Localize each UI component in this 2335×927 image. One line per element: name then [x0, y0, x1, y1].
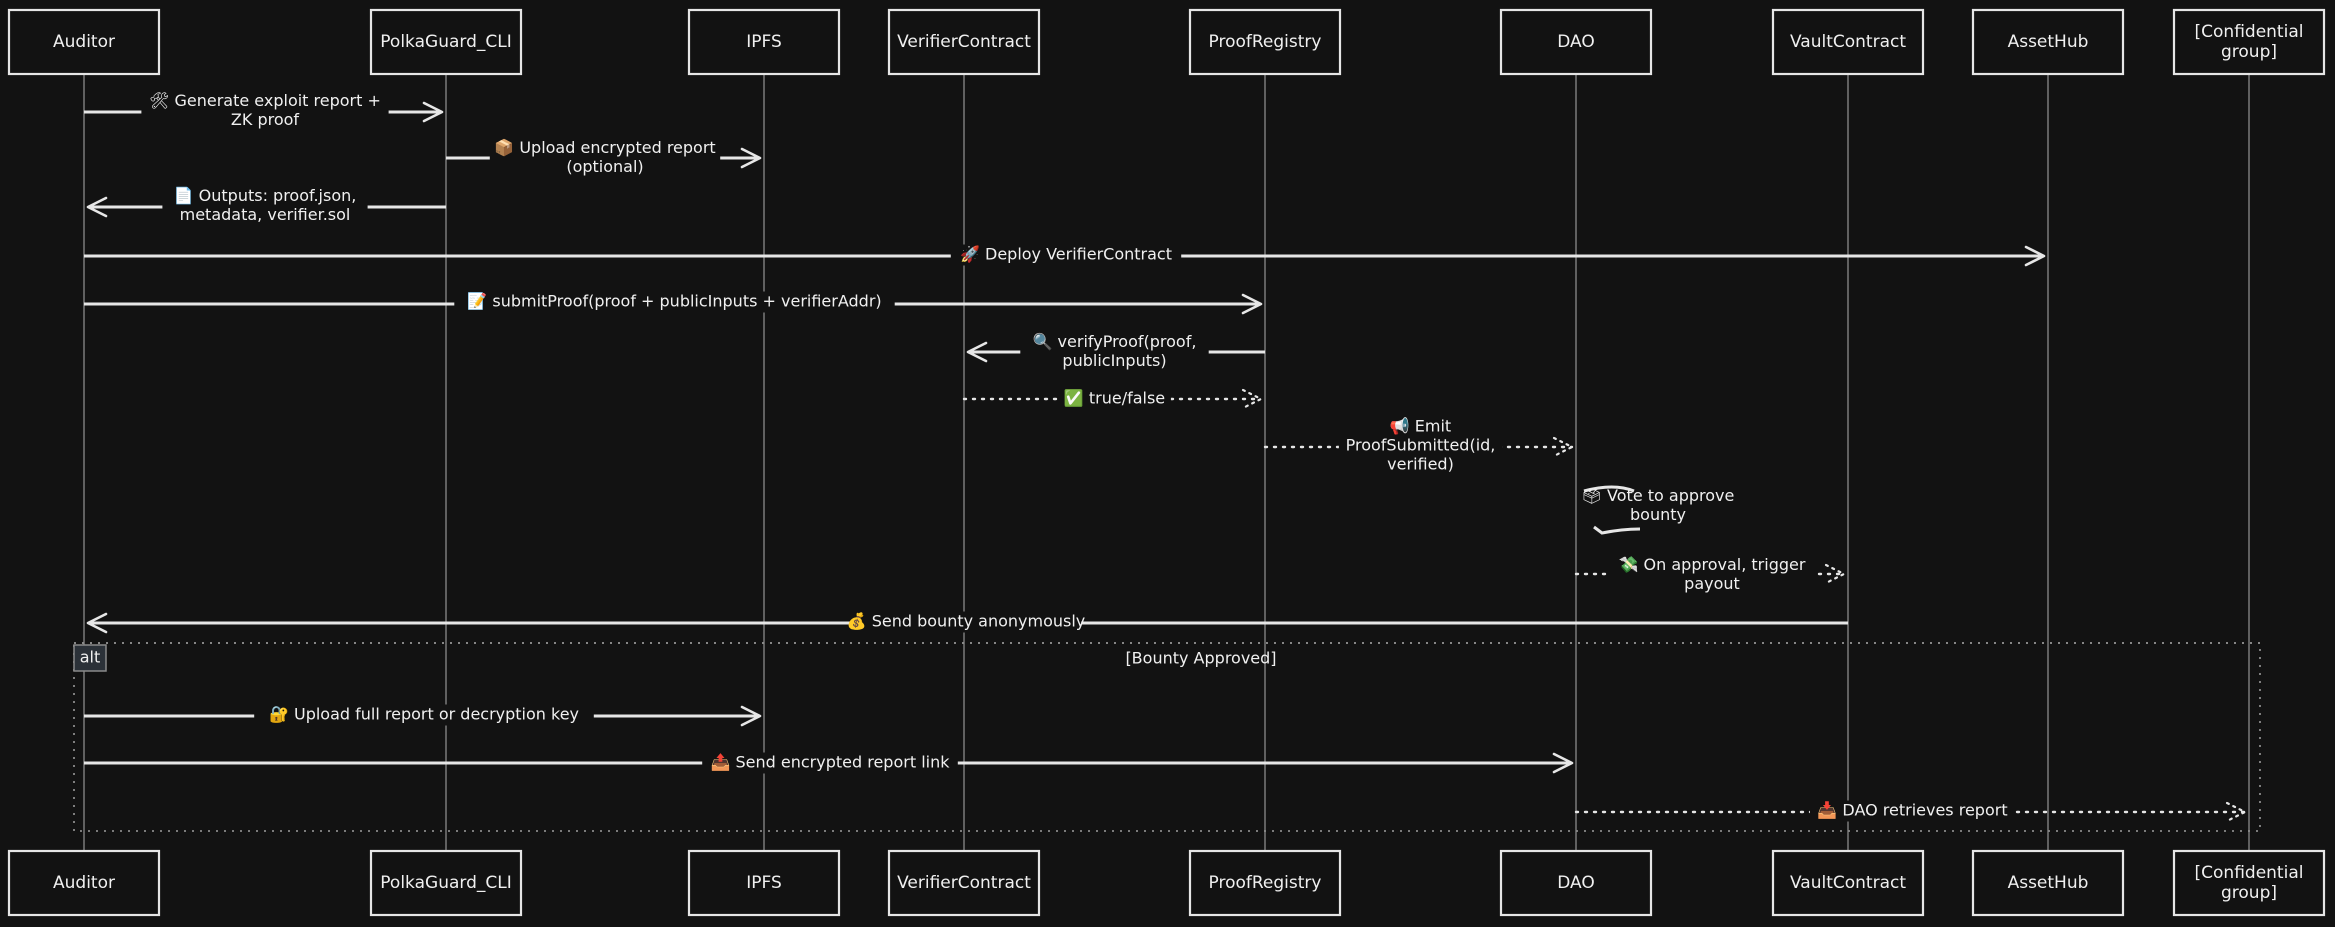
- participant-label: ProofRegistry: [1209, 32, 1322, 52]
- participant-label: IPFS: [746, 873, 782, 893]
- participant-ipfs-bottom: IPFS: [687, 849, 841, 917]
- arrow-head: [740, 705, 762, 727]
- participant-cli-bottom: PolkaGuard_CLI: [369, 849, 523, 917]
- participant-label: VerifierContract: [897, 32, 1031, 52]
- participant-assethub-top: AssetHub: [1971, 8, 2125, 76]
- message-label: (optional): [566, 157, 643, 176]
- message-12: 🔐 Upload full report or decryption key: [84, 704, 762, 727]
- participant-label: VerifierContract: [897, 873, 1031, 893]
- participant-verifier-top: VerifierContract: [887, 8, 1041, 76]
- message-label: 📦 Upload encrypted report: [494, 138, 715, 157]
- message-label: 🚀 Deploy VerifierContract: [960, 245, 1172, 264]
- message-label: publicInputs): [1062, 351, 1166, 370]
- message-7: ✅ true/false: [962, 388, 1264, 410]
- message-label: 🔐 Upload full report or decryption key: [269, 705, 579, 724]
- participant-auditor-top: Auditor: [7, 8, 161, 76]
- arrow-head: [1241, 388, 1264, 410]
- arrow-head: [1552, 752, 1574, 774]
- message-11: 💰 Send bounty anonymously: [86, 611, 1848, 634]
- participant-label: AssetHub: [2008, 873, 2089, 893]
- message-6: 🔍 verifyProof(proof,publicInputs): [966, 331, 1265, 372]
- arrow-head: [2225, 801, 2248, 823]
- participant-label: [Confidential: [2195, 22, 2304, 42]
- message-4: 🚀 Deploy VerifierContract: [84, 244, 2046, 267]
- participant-ipfs-top: IPFS: [687, 8, 841, 76]
- message-label: 📢 Emit: [1390, 417, 1451, 436]
- message-1: 🛠 Generate exploit report +ZK proof: [84, 91, 444, 131]
- arrow-head: [2024, 245, 2046, 267]
- message-5: 📝 submitProof(proof + publicInputs + ver…: [84, 291, 1263, 315]
- alt-keyword: alt: [80, 648, 101, 667]
- message-label: 🛠 Generate exploit report +: [149, 91, 381, 110]
- participant-label: group]: [2221, 883, 2277, 903]
- participant-label: Auditor: [53, 873, 115, 893]
- message-3: 📄 Outputs: proof.json,metadata, verifier…: [86, 186, 446, 226]
- alt-frame: alt [Bounty Approved]: [73, 642, 2261, 832]
- participant-label: Auditor: [53, 32, 115, 52]
- message-label: payout: [1684, 574, 1740, 593]
- participant-vault-bottom: VaultContract: [1771, 849, 1925, 917]
- message-label: ZK proof: [231, 110, 300, 129]
- arrow-head: [86, 196, 108, 218]
- message-label: 📝 submitProof(proof + publicInputs + ver…: [467, 292, 881, 311]
- participant-verifier-bottom: VerifierContract: [887, 849, 1041, 917]
- participant-auditor-bottom: Auditor: [7, 849, 161, 917]
- message-label: ProofSubmitted(id,: [1346, 436, 1496, 455]
- arrow-head: [422, 101, 444, 123]
- message-2: 📦 Upload encrypted report(optional): [446, 138, 762, 178]
- message-label: 📄 Outputs: proof.json,: [174, 186, 357, 205]
- message-label: verified): [1387, 455, 1454, 474]
- participant-vault-top: VaultContract: [1771, 8, 1925, 76]
- arrow-head: [1824, 563, 1847, 585]
- participant-label: PolkaGuard_CLI: [380, 32, 511, 52]
- message-label: 📥 DAO retrieves report: [1817, 801, 2007, 820]
- participant-dao-bottom: DAO: [1499, 849, 1653, 917]
- alt-label-box: [73, 644, 107, 672]
- participant-dao-top: DAO: [1499, 8, 1653, 76]
- message-label: 💰 Send bounty anonymously: [847, 612, 1086, 631]
- arrow-head: [1552, 436, 1575, 458]
- participant-label: VaultContract: [1790, 32, 1906, 52]
- participant-label: AssetHub: [2008, 32, 2089, 52]
- participant-label: PolkaGuard_CLI: [380, 873, 511, 893]
- message-label: 🔍 verifyProof(proof,: [1033, 331, 1197, 351]
- participant-label: IPFS: [746, 32, 782, 52]
- participant-registry-bottom: ProofRegistry: [1188, 849, 1342, 917]
- participant-label: [Confidential: [2195, 863, 2304, 883]
- participant-label: ProofRegistry: [1209, 873, 1322, 893]
- participant-cli-top: PolkaGuard_CLI: [369, 8, 523, 76]
- message-label: ✅ true/false: [1064, 389, 1165, 408]
- alt-condition: [Bounty Approved]: [1125, 649, 1276, 668]
- message-14: 📥 DAO retrieves report: [1574, 800, 2248, 823]
- participant-registry-top: ProofRegistry: [1188, 8, 1342, 76]
- message-label: 🗳 Vote to approve: [1582, 486, 1735, 505]
- participant-label: VaultContract: [1790, 873, 1906, 893]
- message-label: 💸 On approval, trigger: [1619, 555, 1806, 574]
- participant-label: DAO: [1557, 32, 1595, 52]
- message-label: bounty: [1630, 505, 1686, 524]
- arrow-head: [1241, 293, 1263, 315]
- participant-assethub-bottom: AssetHub: [1971, 849, 2125, 917]
- message-label: 📤 Send encrypted report link: [711, 753, 951, 772]
- participant-label: group]: [2221, 42, 2277, 62]
- participant-label: DAO: [1557, 873, 1595, 893]
- arrow-head: [86, 612, 108, 634]
- message-label: metadata, verifier.sol: [180, 205, 351, 224]
- arrow-head: [966, 341, 988, 363]
- message-13: 📤 Send encrypted report link: [84, 752, 1574, 774]
- arrow-head: [740, 147, 762, 169]
